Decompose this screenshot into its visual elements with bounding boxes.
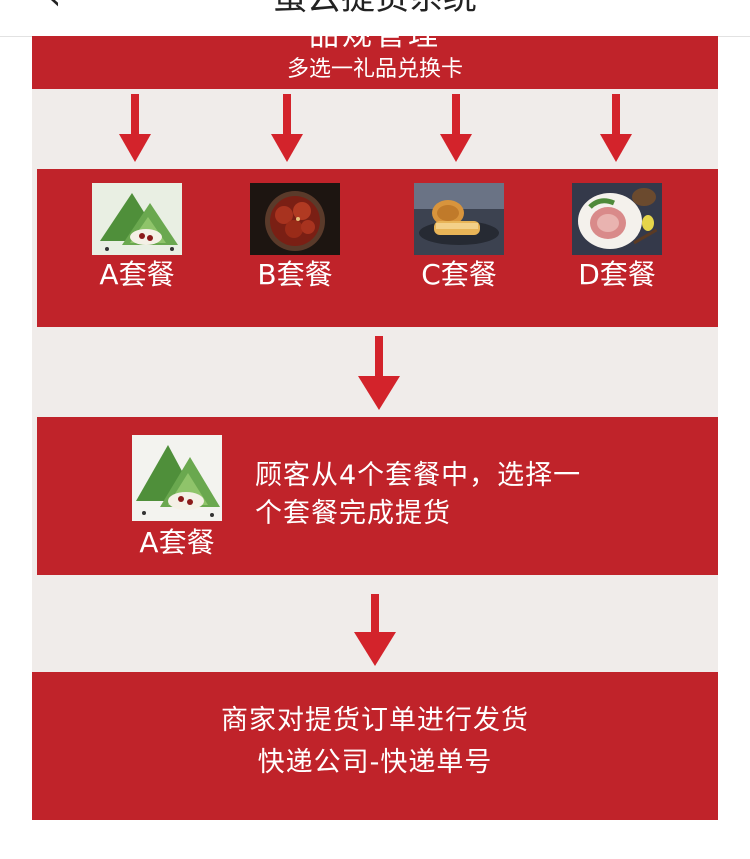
header-band: 品规管理 多选一礼品兑换卡 xyxy=(32,36,718,89)
packages-band: A套餐 B套餐 C套餐 xyxy=(37,169,718,327)
package-a[interactable]: A套餐 xyxy=(87,183,187,293)
zongzi-icon xyxy=(132,435,222,521)
chevron-left-icon[interactable]: ‹ xyxy=(36,0,72,16)
package-c-label: C套餐 xyxy=(421,258,497,291)
arrow-down-icon xyxy=(440,94,472,162)
header-title: 品规管理 xyxy=(32,36,718,56)
shipping-line-1: 商家对提货订单进行发货 xyxy=(221,705,529,736)
package-a-label: A套餐 xyxy=(99,258,175,291)
header-subtitle: 多选一礼品兑换卡 xyxy=(286,57,463,82)
choice-band: A套餐 顾客从4个套餐中，选择一 个套餐完成提货 xyxy=(37,417,718,575)
arrow-down-icon xyxy=(358,336,400,410)
shipping-band: 商家对提货订单进行发货 快递公司-快递单号 xyxy=(32,672,718,820)
nav-title: 蛋云提货系统 xyxy=(0,0,750,18)
arrow-down-icon xyxy=(119,94,151,162)
package-d[interactable]: D套餐 xyxy=(567,183,667,293)
package-b-label: B套餐 xyxy=(257,258,333,291)
mooncake-icon xyxy=(414,183,504,255)
ham-plate-icon xyxy=(572,183,662,255)
flow-diagram: 品规管理 多选一礼品兑换卡 A套餐 xyxy=(32,36,718,820)
arrow-down-icon xyxy=(600,94,632,162)
package-c[interactable]: C套餐 xyxy=(409,183,509,293)
selected-package-label: A套餐 xyxy=(139,526,215,559)
zongzi-icon xyxy=(92,183,182,255)
package-d-label: D套餐 xyxy=(578,258,656,291)
shipping-line-2: 快递公司-快递单号 xyxy=(257,747,493,778)
braised-meat-icon xyxy=(250,183,340,255)
arrow-down-icon xyxy=(354,594,396,666)
choice-description: 顾客从4个套餐中，选择一 个套餐完成提货 xyxy=(255,460,582,529)
selected-package[interactable]: A套餐 xyxy=(125,435,229,561)
nav-bar: ‹ 蛋云提货系统 xyxy=(0,0,750,37)
package-b[interactable]: B套餐 xyxy=(245,183,345,293)
arrow-down-icon xyxy=(271,94,303,162)
